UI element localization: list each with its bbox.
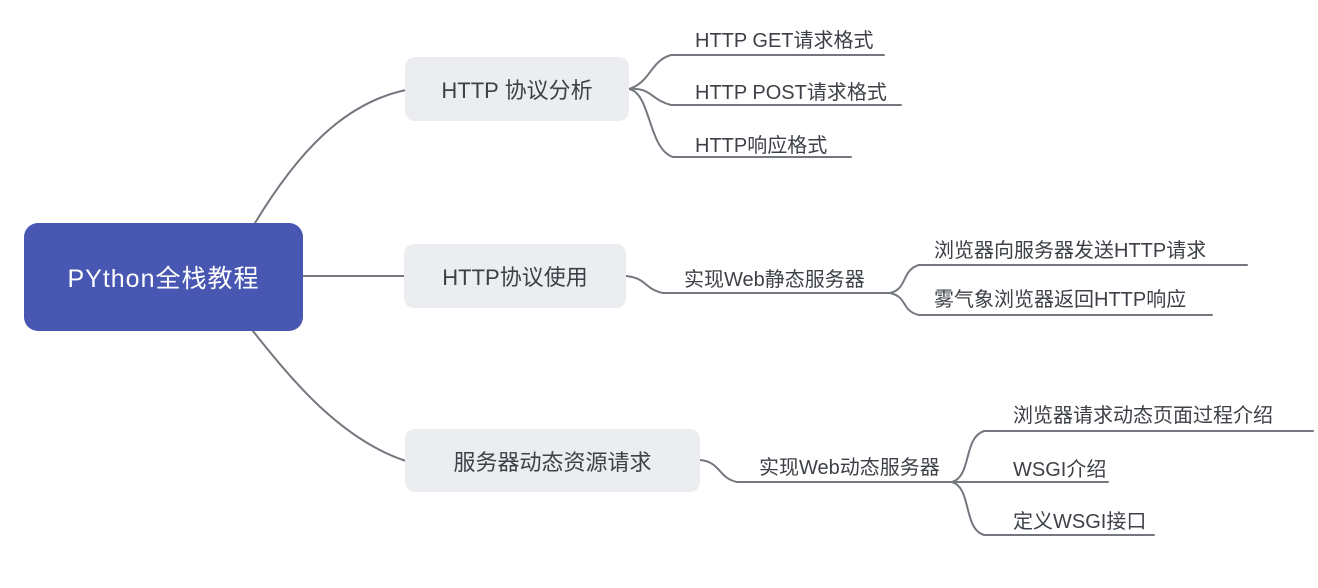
leaf-node-http-post-request-format[interactable]: HTTP POST请求格式 bbox=[695, 82, 887, 104]
root-node[interactable]: PYthon全栈教程 bbox=[24, 223, 303, 331]
edge-root-to-branch-http-analysis bbox=[254, 89, 407, 224]
edge-root-to-branch-dynamic-request bbox=[252, 330, 407, 462]
leaf-node-browser-sends-http-request[interactable]: 浏览器向服务器发送HTTP请求 bbox=[934, 240, 1207, 262]
edge-branch1-to-leaf-response bbox=[628, 88, 852, 158]
leaf-node-http-response-format[interactable]: HTTP响应格式 bbox=[695, 135, 828, 157]
subtopic-node-static-web-server[interactable]: 实现Web静态服务器 bbox=[684, 269, 865, 291]
edge-branch1-to-leaf-get bbox=[628, 54, 885, 90]
edge-static-server-to-leaf-response bbox=[889, 292, 1213, 316]
leaf-node-define-wsgi-interface[interactable]: 定义WSGI接口 bbox=[1013, 511, 1147, 533]
branch-node-dynamic-resource-request[interactable]: 服务器动态资源请求 bbox=[405, 429, 700, 492]
leaf-node-dynamic-page-request-process[interactable]: 浏览器请求动态页面过程介绍 bbox=[1013, 405, 1273, 427]
edge-dynamic-server-to-leaf-wsgi-interface bbox=[951, 481, 1155, 536]
branch-node-http-usage[interactable]: HTTP协议使用 bbox=[404, 244, 626, 308]
edge-dynamic-server-to-leaf-process bbox=[951, 430, 1314, 483]
edge-static-server-to-leaf-request bbox=[889, 264, 1248, 294]
leaf-node-wsgi-introduction[interactable]: WSGI介绍 bbox=[1013, 459, 1107, 481]
edge-branch3-to-dynamic-server bbox=[699, 459, 953, 483]
branch-node-http-analysis[interactable]: HTTP 协议分析 bbox=[405, 57, 629, 121]
leaf-node-server-returns-http-response[interactable]: 雾气象浏览器返回HTTP响应 bbox=[934, 289, 1187, 311]
subtopic-node-dynamic-web-server[interactable]: 实现Web动态服务器 bbox=[759, 457, 940, 479]
edge-branch1-to-leaf-post bbox=[628, 87, 902, 106]
leaf-node-http-get-request-format[interactable]: HTTP GET请求格式 bbox=[695, 30, 874, 52]
edge-branch2-to-static-server bbox=[625, 275, 891, 294]
